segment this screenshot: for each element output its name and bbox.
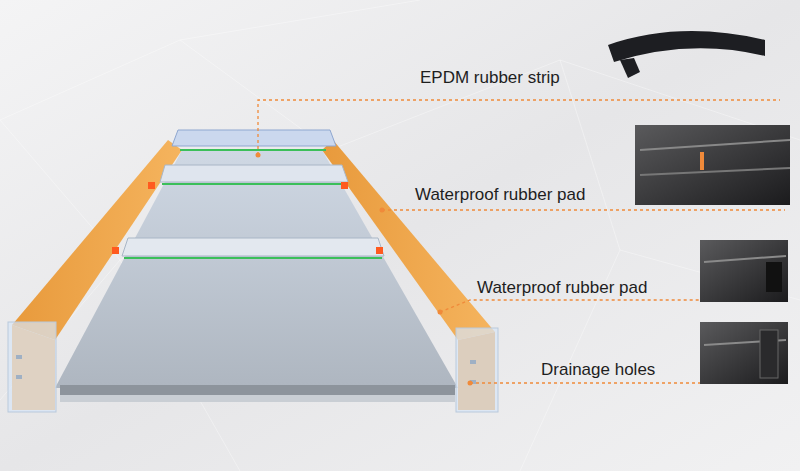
cap-holes [16,355,476,384]
glass-panel [160,165,348,182]
end-cap [8,322,56,412]
profile-photo [635,125,790,205]
glass-floor [55,150,458,388]
corner-pads [112,182,383,254]
rubber-strip [180,149,326,151]
rubber-strip [124,257,382,259]
part-label: Waterproof rubber pad [477,278,647,298]
part-label: EPDM rubber strip [420,68,560,88]
bottom-profile [60,385,455,395]
rubber-strip-photo [608,31,765,78]
part-label: Waterproof rubber pad [415,185,585,205]
end-cap [456,328,498,412]
bottom-profile [60,395,455,402]
rubber-strip [162,183,346,185]
profile-photo [700,240,788,302]
part-label: Drainage holes [541,360,655,380]
glass-panel [172,130,336,146]
glass-panel [122,238,384,256]
drainage-photo [700,322,788,384]
